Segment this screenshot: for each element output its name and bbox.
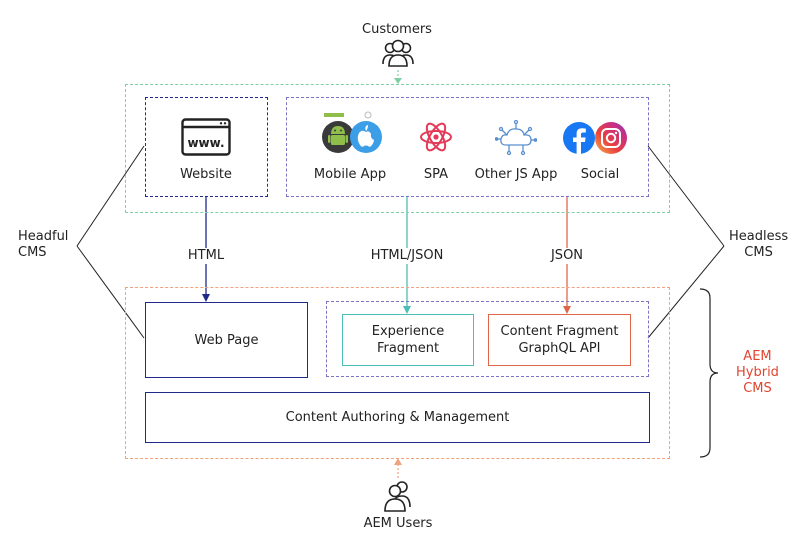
- content-authoring-box: Content Authoring & Management: [145, 392, 650, 443]
- json-arrow-label: JSON: [548, 248, 586, 264]
- other-js-app-label: Other JS App: [474, 167, 558, 182]
- website-label: Website: [180, 167, 232, 182]
- fragments-group: [326, 301, 649, 377]
- html-json-arrow-label: HTML/JSON: [368, 248, 446, 264]
- aem-users-icon: [384, 481, 411, 512]
- svg-text:www.: www.: [187, 136, 224, 150]
- mobile-app-label: Mobile App: [313, 167, 387, 182]
- aem-container: [125, 287, 670, 459]
- html-arrow-label: HTML: [185, 248, 227, 264]
- social-label: Social: [580, 167, 620, 182]
- content-fragment-graphql-box: Content Fragment GraphQL API: [488, 314, 631, 366]
- headless-channels-box: [286, 97, 649, 197]
- mobile-app-icon: [322, 111, 382, 153]
- customers-label: Customers: [362, 22, 432, 37]
- react-icon: [420, 122, 452, 152]
- browser-icon: www.: [181, 118, 231, 156]
- social-icon: [563, 122, 627, 154]
- experience-fragment-box: Experience Fragment: [342, 314, 474, 366]
- channels-container: [125, 84, 670, 213]
- spa-label: SPA: [423, 167, 449, 182]
- content-authoring-label: Content Authoring & Management: [285, 410, 510, 425]
- aem-users-label: AEM Users: [363, 516, 433, 531]
- cloud-network-icon: [495, 120, 537, 156]
- customers-icon: [382, 39, 414, 67]
- web-page-box: Web Page: [145, 302, 308, 378]
- web-page-label: Web Page: [194, 332, 259, 348]
- website-box: [145, 97, 268, 197]
